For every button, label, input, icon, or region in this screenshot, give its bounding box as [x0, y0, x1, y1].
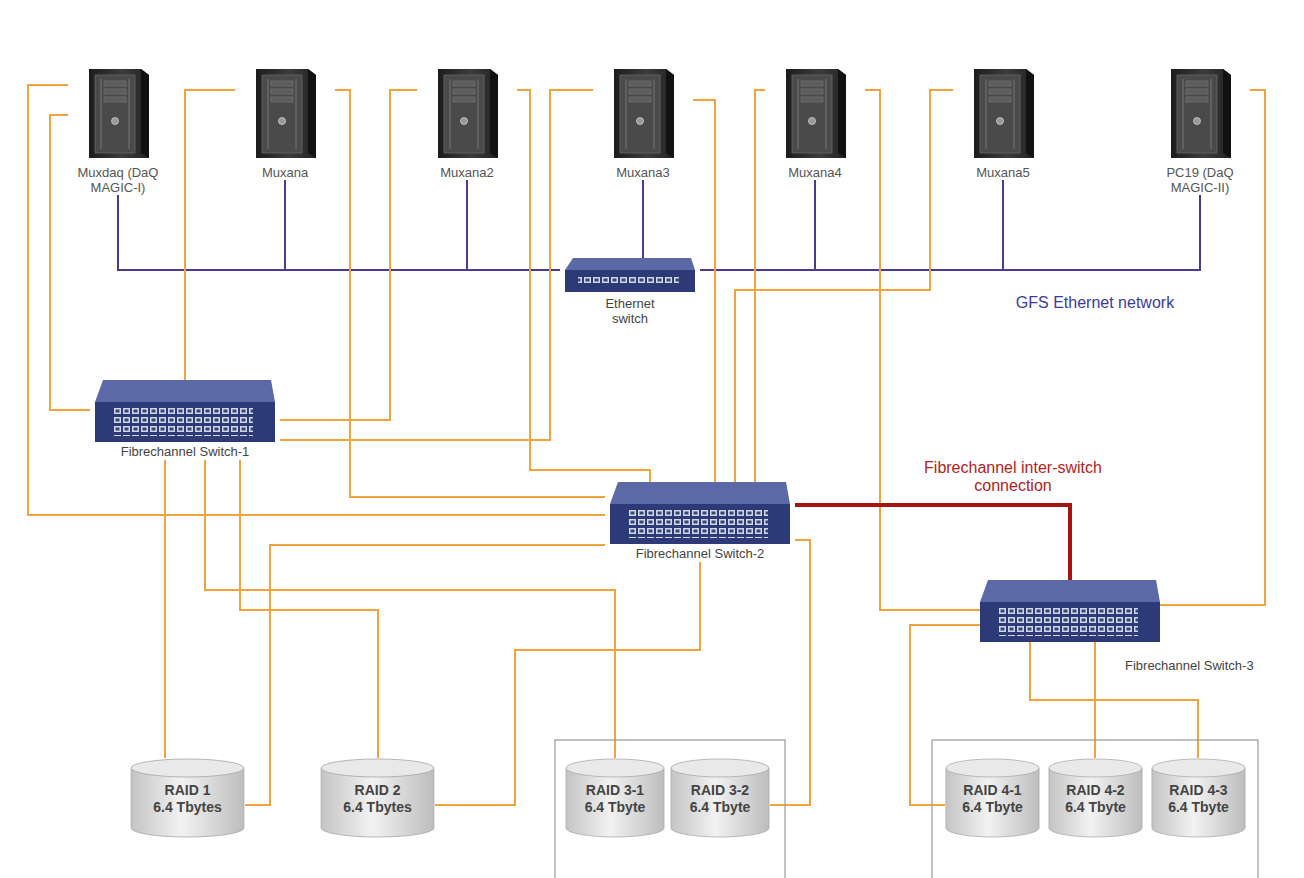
raid-name: RAID 4-2: [1048, 782, 1143, 799]
raid-group-frame: [932, 740, 1258, 878]
raid-name: RAID 3-2: [670, 782, 770, 799]
inter-switch-link: [795, 505, 1070, 580]
fibre-link: [245, 545, 605, 805]
network-label: GFS Ethernet network: [972, 293, 1218, 313]
raid-name: RAID 2: [320, 782, 435, 799]
server-tower: Muxana3: [593, 65, 693, 180]
fibre-link: [50, 115, 90, 410]
server-tower: Muxdaq (DaQ MAGIC-I): [68, 65, 168, 195]
raid-name: RAID 4-1: [945, 782, 1040, 799]
fibrechannel-switch: Fibrechannel Switch-1: [90, 380, 280, 460]
raid-capacity: 6.4 Tbyte: [565, 799, 665, 816]
switch-name: Fibrechannel Switch-2: [605, 546, 795, 562]
fibre-link: [435, 562, 700, 805]
ethernet-switch: Ethernet switch: [560, 258, 700, 326]
fibre-link: [693, 100, 715, 482]
server-name: Muxana: [235, 165, 335, 180]
raid-capacity: 6.4 Tbytes: [130, 799, 245, 816]
server-name: Muxana3: [593, 165, 693, 180]
fibre-link: [770, 540, 810, 805]
fibre-link: [280, 90, 593, 440]
server-tower: PC19 (DaQ MAGIC-II): [1150, 65, 1250, 195]
raid-name: RAID 1: [130, 782, 245, 799]
raid-capacity: 6.4 Tbyte: [945, 799, 1040, 816]
server-tower: Muxana: [235, 65, 335, 180]
raid-storage: RAID 4-36.4 Tbyte: [1151, 758, 1246, 838]
server-tower: Muxana5: [953, 65, 1053, 180]
raid-storage: RAID 4-16.4 Tbyte: [945, 758, 1040, 838]
raid-storage: RAID 3-26.4 Tbyte: [670, 758, 770, 838]
fibre-link: [164, 460, 166, 758]
fibre-link: [185, 90, 235, 380]
fibre-link: [205, 460, 615, 758]
fibrechannel-switch: Fibrechannel Switch-3: [980, 580, 1160, 642]
ethernet-link: [700, 180, 815, 270]
ethernet-link: [642, 180, 644, 258]
server-tower: Muxana4: [765, 65, 865, 180]
ethernet-link: [700, 195, 1200, 270]
server-name: Muxana5: [953, 165, 1053, 180]
server-name: Muxdaq (DaQ MAGIC-I): [68, 165, 168, 195]
ethernet-link: [467, 180, 560, 270]
raid-storage: RAID 4-26.4 Tbyte: [1048, 758, 1143, 838]
connection-label: Fibrechannel inter-switch connection: [900, 458, 1126, 496]
switch-name: Fibrechannel Switch-1: [90, 444, 280, 460]
server-name: Muxana2: [417, 165, 517, 180]
raid-capacity: 6.4 Tbytes: [320, 799, 435, 816]
raid-group-frame: [555, 740, 785, 878]
ethernet-link: [700, 180, 1003, 270]
raid-capacity: 6.4 Tbyte: [1151, 799, 1246, 816]
raid-capacity: 6.4 Tbyte: [1048, 799, 1143, 816]
switch-name: Fibrechannel Switch-3: [1125, 658, 1254, 673]
raid-capacity: 6.4 Tbyte: [670, 799, 770, 816]
raid-storage: RAID 3-16.4 Tbyte: [565, 758, 665, 838]
raid-name: RAID 3-1: [565, 782, 665, 799]
switch-name: Ethernet switch: [594, 296, 666, 326]
server-name: Muxana4: [765, 165, 865, 180]
server-tower: Muxana2: [417, 65, 517, 180]
ethernet-link: [285, 180, 560, 270]
fibre-link: [865, 90, 980, 610]
raid-storage: RAID 16.4 Tbytes: [130, 758, 245, 838]
fibre-link: [240, 460, 378, 758]
raid-name: RAID 4-3: [1151, 782, 1246, 799]
fibrechannel-switch: Fibrechannel Switch-2: [605, 482, 795, 562]
server-name: PC19 (DaQ MAGIC-II): [1150, 165, 1250, 195]
raid-storage: RAID 26.4 Tbytes: [320, 758, 435, 838]
fibre-link: [755, 90, 765, 482]
